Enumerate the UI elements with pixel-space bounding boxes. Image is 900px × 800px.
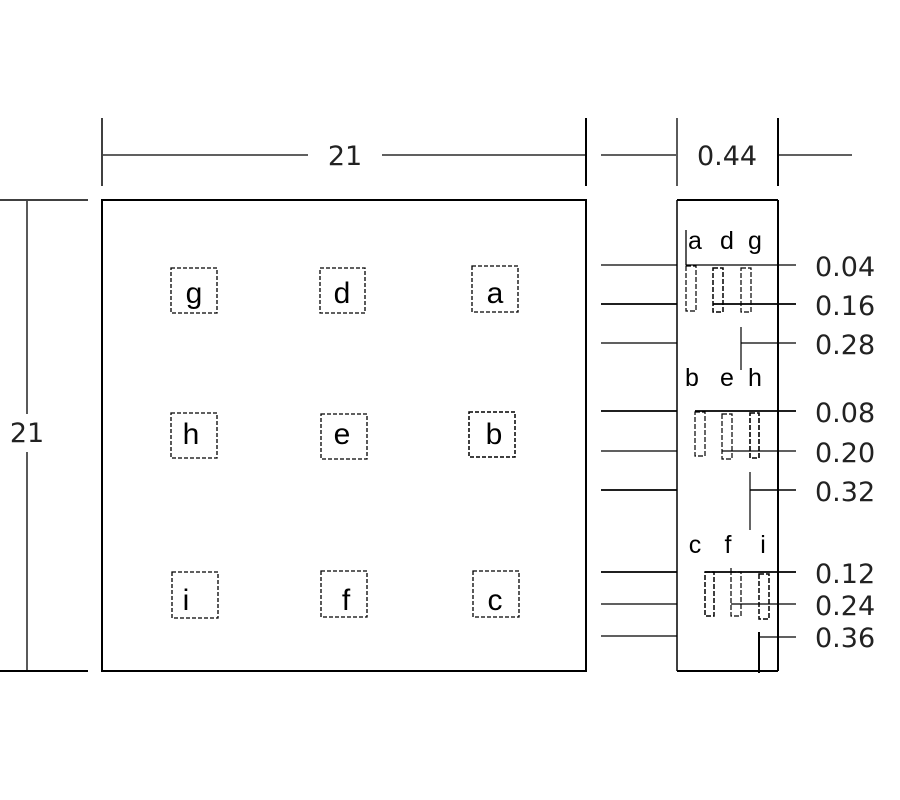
depth-label-0-12: 0.12 bbox=[815, 559, 875, 590]
hole-label-d: d bbox=[334, 277, 351, 310]
side-view: 0.44 a d g 0.04 0.16 0.28 bbox=[601, 118, 875, 673]
hole-label-g: g bbox=[186, 277, 203, 310]
side-label-h: h bbox=[748, 364, 762, 392]
group-adg: a d g 0.04 0.16 0.28 bbox=[601, 227, 875, 370]
depth-label-0-16: 0.16 bbox=[815, 291, 875, 322]
hole-section-g bbox=[740, 267, 752, 313]
group-cfi: c f i 0.12 0.24 0.36 bbox=[601, 531, 875, 673]
hole-label-c: c bbox=[488, 584, 503, 617]
front-view: 21 21 g d a h e b i f c bbox=[0, 118, 587, 672]
width-dimension-label: 21 bbox=[328, 141, 362, 172]
depth-label-0-08: 0.08 bbox=[815, 398, 875, 429]
hole-label-i: i bbox=[183, 584, 190, 617]
hole-section-f bbox=[730, 571, 742, 617]
hole-label-b: b bbox=[486, 418, 503, 451]
depth-label-0-32: 0.32 bbox=[815, 477, 875, 508]
group-beh: b e h 0.08 0.20 0.32 bbox=[601, 364, 875, 530]
hole-section-e bbox=[721, 413, 733, 460]
side-label-g: g bbox=[748, 227, 762, 255]
hole-d bbox=[319, 267, 366, 314]
depth-label-0-04: 0.04 bbox=[815, 252, 875, 283]
hole-a bbox=[471, 265, 519, 313]
hole-label-h: h bbox=[183, 418, 200, 451]
hole-label-e: e bbox=[334, 418, 351, 451]
hole-section-a bbox=[685, 265, 697, 312]
hole-g bbox=[170, 267, 218, 314]
side-label-e: e bbox=[720, 364, 734, 392]
thickness-dimension-label: 0.44 bbox=[697, 141, 757, 172]
side-label-f: f bbox=[725, 531, 732, 559]
hole-section-b bbox=[694, 411, 706, 457]
hole-section-h bbox=[749, 412, 760, 459]
hole-section-i bbox=[758, 573, 770, 620]
depth-label-0-36: 0.36 bbox=[815, 623, 875, 654]
hole-b bbox=[468, 411, 516, 458]
depth-label-0-20: 0.20 bbox=[815, 438, 875, 469]
depth-label-0-24: 0.24 bbox=[815, 591, 875, 622]
plate-outline bbox=[101, 199, 587, 672]
depth-label-0-28: 0.28 bbox=[815, 330, 875, 361]
side-label-b: b bbox=[685, 364, 699, 392]
hole-h bbox=[170, 412, 218, 459]
hole-i bbox=[171, 571, 219, 619]
hole-e bbox=[320, 413, 368, 460]
side-label-i: i bbox=[760, 531, 766, 559]
side-label-d: d bbox=[720, 227, 734, 255]
hole-f bbox=[320, 570, 368, 618]
side-label-a: a bbox=[688, 227, 702, 255]
hole-label-f: f bbox=[342, 584, 351, 617]
height-dimension-label: 21 bbox=[10, 418, 44, 449]
hole-c bbox=[472, 570, 520, 618]
side-label-c: c bbox=[689, 531, 702, 559]
hole-section-d bbox=[712, 267, 724, 313]
hole-section-c bbox=[704, 571, 715, 617]
hole-label-a: a bbox=[487, 277, 504, 310]
